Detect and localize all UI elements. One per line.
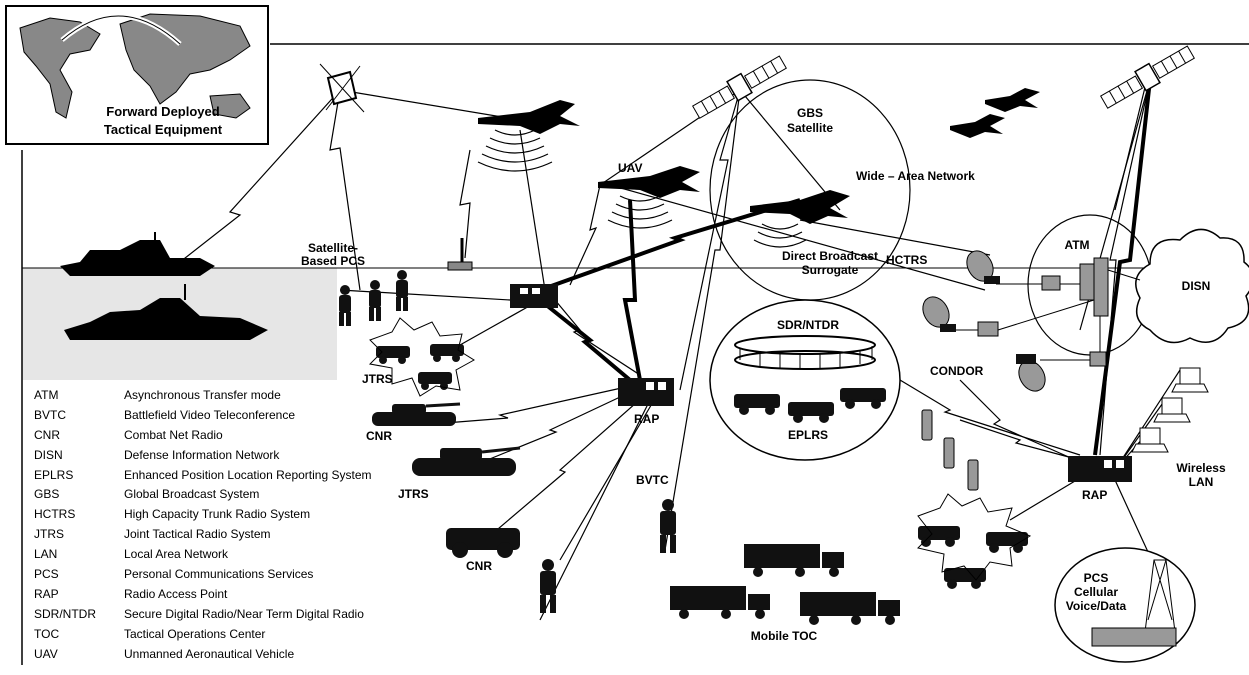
hctrs-label: HCTRS (886, 253, 927, 267)
glossary-row: EPLRS Enhanced Position Location Reportin… (28, 465, 428, 485)
dbs-label-line-1: Direct Broadcast (782, 249, 878, 263)
glossary-row: SDR/NTDR Secure Digital Radio/Near Term D… (28, 604, 428, 624)
wireless-lan-label-line-1: Wireless (1176, 461, 1226, 475)
glossary-definition: Radio Access Point (124, 586, 228, 601)
glossary-abbr: CNR (34, 427, 60, 442)
satellite-pcs-icon (319, 63, 365, 113)
satellite-pcs-label-line-2: Based PCS (301, 254, 365, 268)
pcs-cell-label-line-1: PCS (1084, 571, 1109, 585)
glossary-row: DISN Defense Information Network (28, 445, 428, 465)
glossary-definition: Asynchronous Transfer mode (124, 387, 281, 402)
network-links (956, 269, 1141, 361)
sdr-ring-antenna (734, 335, 876, 370)
network-node (977, 257, 1109, 367)
eplrs-label: EPLRS (788, 428, 828, 442)
wireless-burst (917, 493, 1032, 581)
wan-label: Wide – Area Network (856, 169, 975, 183)
glossary-row: HCTRS High Capacity Trunk Radio System (28, 504, 428, 524)
sdr-ntdr-region (709, 299, 901, 461)
vehicle-icon (372, 344, 1028, 625)
soldier-icon (339, 270, 676, 613)
atm-label: ATM (1064, 238, 1089, 252)
glossary-row: TOC Tactical Operations Center (28, 624, 428, 644)
glossary-definition: High Capacity Trunk Radio System (124, 507, 311, 522)
glossary-abbr: ATM (34, 387, 59, 402)
glossary-row: LAN Local Area Network (28, 544, 428, 564)
glossary-row: ATM Asynchronous Transfer mode (28, 385, 428, 405)
cnr-label-1: CNR (366, 429, 392, 443)
glossary: ATM Asynchronous Transfer mode BVTC Battle… (28, 385, 428, 663)
glossary-row: PCS Personal Communications Services (28, 564, 428, 584)
jtrs-burst (368, 317, 475, 397)
glossary-row: CNR Combat Net Radio (28, 425, 428, 445)
cnr-label-2: CNR (466, 559, 492, 573)
pcs-cell-label-line-2: Cellular (1074, 585, 1118, 599)
dbs-label-line-2: Surrogate (802, 263, 859, 277)
handheld-phone-icon (921, 409, 979, 491)
glossary-abbr: TOC (34, 626, 60, 641)
glossary-row: RAP Radio Access Point (28, 584, 428, 604)
jtrs-label-2: JTRS (398, 487, 429, 501)
sdr-ntdr-label: SDR/NTDR (777, 318, 839, 332)
glossary-row: JTRS Joint Tactical Radio System (28, 524, 428, 544)
glossary-definition: Tactical Operations Center (124, 626, 266, 641)
glossary-definition: Enhanced Position Location Reporting Sys… (124, 467, 372, 482)
glossary-abbr: BVTC (34, 407, 67, 422)
bvtc-label: BVTC (636, 473, 669, 487)
glossary-definition: Secure Digital Radio/Near Term Digital R… (124, 606, 364, 621)
glossary-definition: Local Area Network (124, 547, 229, 562)
laptop-icon (1131, 367, 1209, 453)
glossary-definition: Global Broadcast System (124, 487, 260, 502)
dish-antenna-icon (922, 250, 1046, 392)
pcs-cell-label-line-3: Voice/Data (1066, 599, 1127, 613)
satellite-pcs-label-line-1: Satellite- (308, 241, 358, 255)
ground-antenna-icon (447, 238, 473, 271)
rap-label-1: RAP (634, 412, 659, 426)
glossary-definition: Defense Information Network (124, 447, 280, 462)
gbs-satellite-icon (692, 55, 787, 119)
glossary-row: BVTC Battlefield Video Teleconference (28, 405, 428, 425)
glossary-abbr: HCTRS (34, 507, 76, 522)
cell-tower-icon (1091, 559, 1177, 647)
glossary-abbr: JTRS (34, 527, 64, 542)
rap-shelter-icon (510, 284, 1132, 482)
mobile-toc-label: Mobile TOC (751, 629, 818, 643)
glossary-definition: Battlefield Video Teleconference (124, 407, 296, 422)
comm-links (179, 74, 1181, 621)
glossary-definition: Combat Net Radio (124, 427, 223, 442)
glossary-abbr: UAV (34, 646, 58, 661)
glossary-abbr: LAN (34, 547, 58, 562)
glossary-row: UAV Unmanned Aeronautical Vehicle (28, 644, 428, 664)
glossary-abbr: DISN (34, 447, 63, 462)
ship-icon (60, 232, 268, 340)
glossary-definition: Joint Tactical Radio System (124, 527, 271, 542)
rap-label-2: RAP (1082, 488, 1107, 502)
inset-title-line-1: Forward Deployed (106, 104, 219, 119)
inset-map: Forward Deployed Tactical Equipment (5, 5, 269, 145)
gbs-label-line-2: Satellite (787, 121, 833, 135)
glossary-abbr: EPLRS (34, 467, 74, 482)
trunk-links (538, 79, 1152, 456)
wireless-lan-label-line-2: LAN (1189, 475, 1214, 489)
inset-title-line-2: Tactical Equipment (104, 122, 223, 137)
glossary-abbr: GBS (34, 487, 60, 502)
uav-label: UAV (618, 161, 642, 175)
radio-waves (477, 129, 807, 248)
jtrs-label-1: JTRS (362, 372, 393, 386)
glossary-abbr: SDR/NTDR (34, 606, 96, 621)
glossary-definition: Personal Communications Services (124, 566, 314, 581)
glossary-definition: Unmanned Aeronautical Vehicle (124, 646, 295, 661)
glossary-abbr: RAP (34, 586, 59, 601)
gbs-label-line-1: GBS (797, 106, 823, 120)
condor-label: CONDOR (930, 364, 984, 378)
disn-label: DISN (1182, 279, 1211, 293)
glossary-abbr: PCS (34, 566, 59, 581)
glossary-row: GBS Global Broadcast System (28, 484, 428, 504)
comm-satellite-icon (1100, 45, 1195, 109)
aircraft-icon (478, 88, 1040, 224)
